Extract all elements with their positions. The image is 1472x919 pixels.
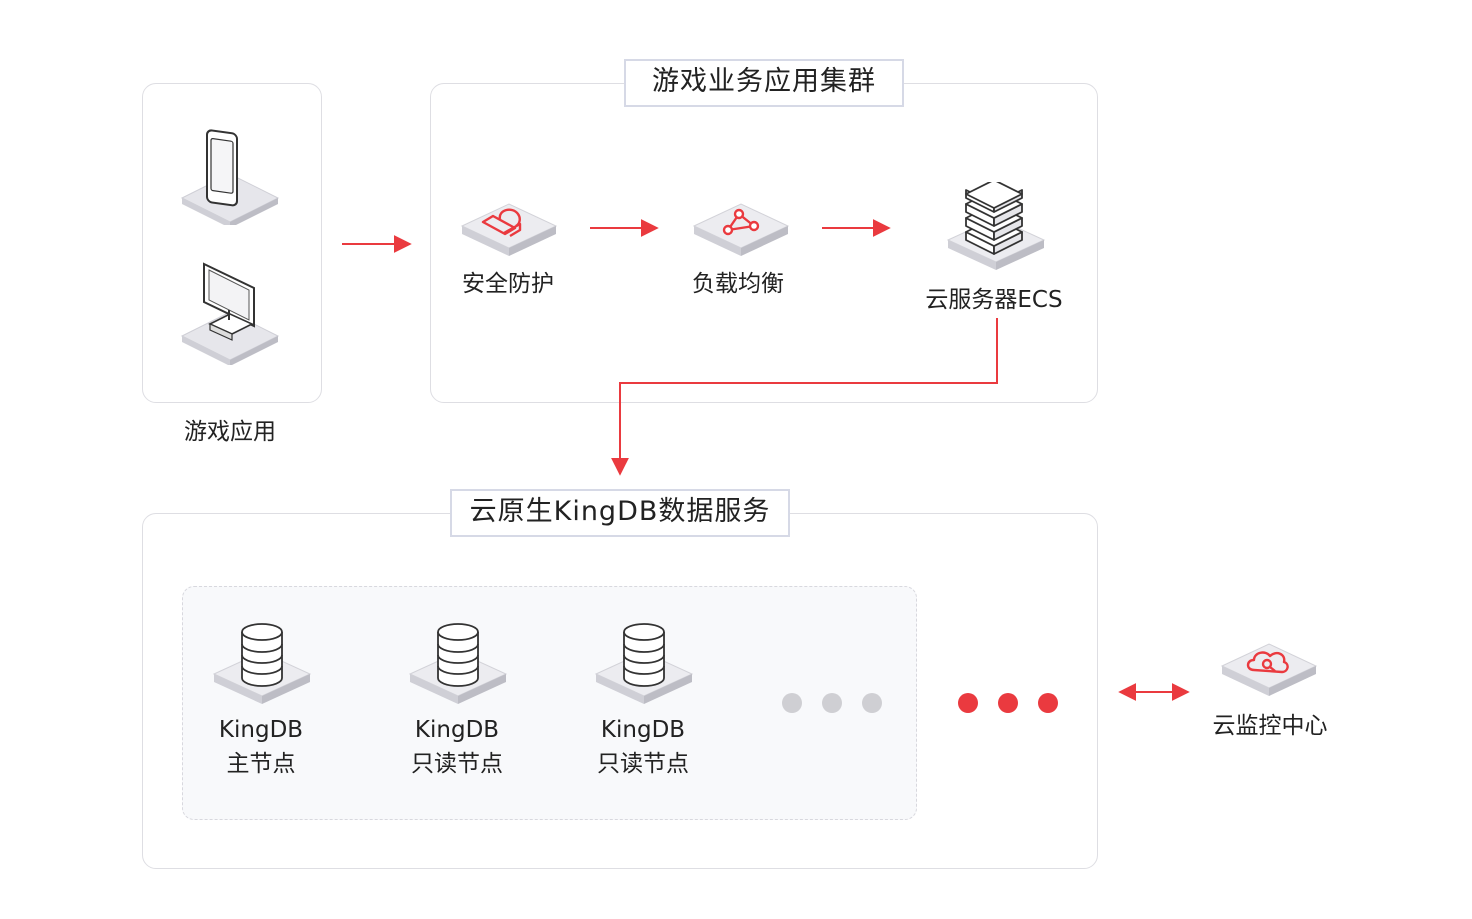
more-dot <box>862 693 882 713</box>
more-dot-red <box>998 693 1018 713</box>
ecs-label: 云服务器ECS <box>925 287 1063 313</box>
db-node-role: 主节点 <box>226 751 296 777</box>
cluster-title: 游戏业务应用集群 <box>624 59 904 107</box>
more-dot <box>822 693 842 713</box>
mobile-phone-icon <box>180 129 280 225</box>
database-icon <box>594 623 694 704</box>
db-node-role: 只读节点 <box>411 751 503 777</box>
monitor-label: 云监控中心 <box>1212 713 1328 739</box>
database-icon <box>408 623 508 704</box>
db-node-role: 只读节点 <box>597 751 689 777</box>
shield-lock-icon <box>460 203 558 256</box>
db-node-name: KingDB <box>414 717 500 743</box>
db-title: 云原生KingDB数据服务 <box>450 489 790 537</box>
cloud-monitor-icon <box>1220 643 1318 696</box>
arrow-ecs-to-db <box>611 318 998 476</box>
desktop-computer-icon <box>180 262 280 365</box>
load-balancer-icon <box>692 203 790 256</box>
server-stack-icon <box>946 182 1046 270</box>
game-app-label: 游戏应用 <box>184 419 276 445</box>
security-label: 安全防护 <box>462 271 554 297</box>
more-dot-red <box>958 693 978 713</box>
more-dot-red <box>1038 693 1058 713</box>
db-node-name: KingDB <box>218 717 304 743</box>
database-icon <box>212 623 312 704</box>
more-dot <box>782 693 802 713</box>
db-node-name: KingDB <box>600 717 686 743</box>
load-balancer-label: 负载均衡 <box>692 271 784 297</box>
